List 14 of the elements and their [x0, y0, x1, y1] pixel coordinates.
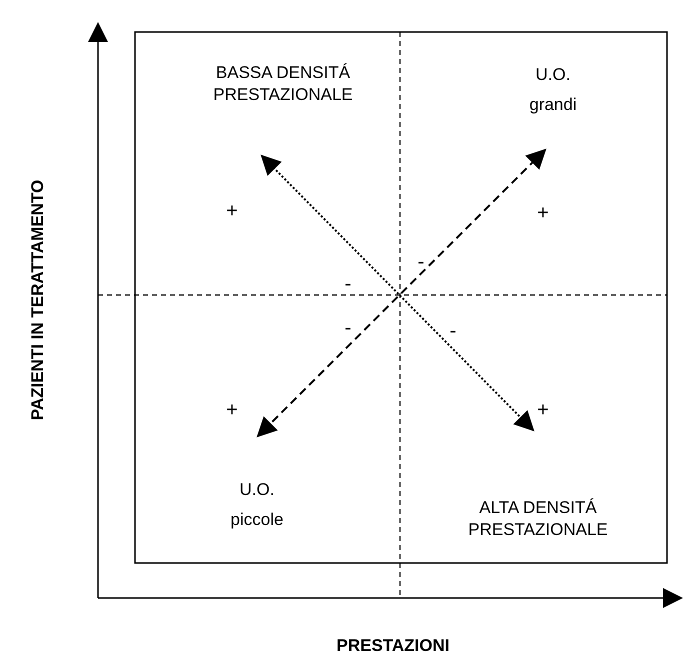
sign-text: - [418, 251, 424, 273]
quadrant-label: BASSA DENSITÁ PRESTAZIONALE [212, 62, 354, 106]
sign-text: + [226, 200, 238, 222]
sign-text: - [450, 320, 456, 342]
sign-text: - [344, 317, 352, 339]
axis-title: PRESTAZIONI [336, 635, 450, 657]
quadrant-label: ALTA DENSITÁ PRESTAZIONALE [467, 497, 609, 541]
quadrant-label: U.O. grandi [528, 64, 578, 116]
axis-title: PAZIENTI IN TERATTAMENTO [27, 180, 48, 420]
sign-text: + [537, 399, 549, 421]
quadrant-label: U.O. piccole [230, 479, 284, 531]
sign-text: - [344, 273, 352, 295]
sign-text: + [537, 202, 549, 224]
sign-text: + [226, 399, 238, 421]
